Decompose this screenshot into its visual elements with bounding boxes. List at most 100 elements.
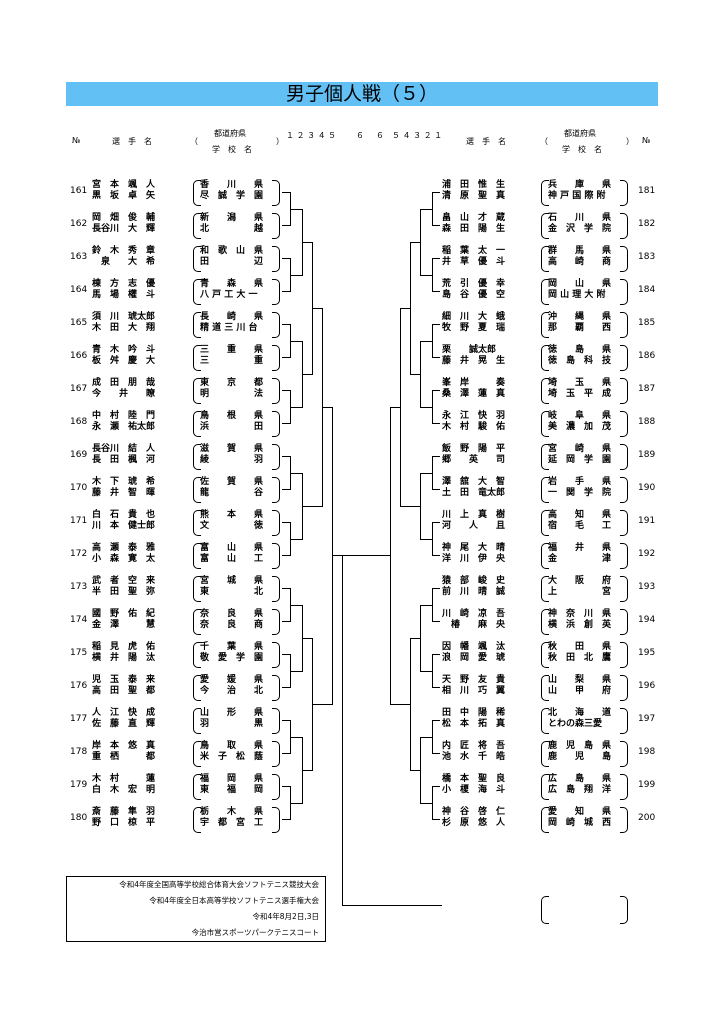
school-pref: 高 知 県 — [548, 510, 612, 520]
bracket-paren-close — [272, 510, 280, 536]
bracket-line — [302, 637, 312, 639]
bracket-line — [410, 505, 420, 507]
bracket-line — [390, 703, 400, 705]
bracket-line — [312, 505, 322, 507]
player-name: 長谷川 結 人 — [92, 444, 156, 454]
bracket-line — [282, 555, 290, 556]
player-name: 横 井 陽 汰 — [92, 653, 156, 663]
bracket-line — [362, 555, 390, 556]
bracket-paren-close — [272, 246, 280, 272]
bracket-line — [282, 423, 290, 424]
school-name: 岡 崎 城 西 — [548, 818, 612, 828]
bracket-line — [432, 291, 440, 292]
school-name: 羽 黒 — [200, 719, 264, 729]
player-name: 杉 原 悠 人 — [442, 818, 506, 828]
school-pref: 富 山 県 — [200, 543, 264, 553]
school-pref: 長 崎 県 — [200, 312, 264, 322]
bracket-line — [420, 736, 421, 804]
bracket-line — [432, 192, 433, 226]
school-pref: 愛 媛 県 — [200, 675, 264, 685]
bracket-paren-open — [193, 675, 201, 701]
player-name: 斎 藤 隼 羽 — [92, 807, 156, 817]
school-name: 精 道 三 川 台 — [200, 323, 258, 333]
bracket-line — [290, 670, 302, 672]
player-name: 飯 野 陽 平 — [442, 444, 506, 454]
bracket-paren-close — [272, 411, 280, 437]
bracket-line — [432, 489, 440, 490]
bracket-paren-open — [193, 774, 201, 800]
player-name: 土 田 竜太郎 — [442, 488, 506, 498]
bracket-line — [400, 307, 401, 507]
entry-number: 170 — [70, 483, 88, 493]
bracket-line — [390, 406, 400, 408]
bracket-line — [342, 905, 442, 906]
bracket-paren-close — [620, 708, 628, 734]
player-name: 川 崎 凉 吾 — [442, 609, 506, 619]
player-name: 金 澤 慧 — [92, 620, 156, 630]
bracket-paren-close — [272, 213, 280, 239]
player-name: 木 村 駿 佑 — [442, 422, 506, 432]
bracket-paren-close — [272, 675, 280, 701]
bracket-paren-close — [620, 378, 628, 404]
entry-number: 161 — [70, 186, 88, 196]
bracket-line — [432, 720, 440, 721]
header-pref-right: 都道府県 — [564, 129, 596, 138]
bracket-paren-open — [193, 411, 201, 437]
entry-number: 187 — [638, 384, 656, 394]
header-paren-right: （ — [540, 137, 548, 146]
school-name: 宿 毛 工 — [548, 521, 612, 531]
player-name: 小 森 寛 太 — [92, 554, 156, 564]
player-name: 荒 引 優 幸 — [442, 279, 506, 289]
bracket-paren-close — [620, 675, 628, 701]
tournament-name-2: 令和4年度全日本高等学校ソフトテニス選手権大会 — [149, 896, 319, 905]
school-name: 埼 玉 平 成 — [548, 389, 612, 399]
school-name: 神 戸 国 際 附 — [548, 191, 606, 201]
bracket-line — [432, 225, 440, 226]
player-name: 岸 本 悠 真 — [92, 741, 156, 751]
tournament-name-1: 令和4年度全国高等学校総合体育大会ソフトテニス競技大会 — [119, 880, 319, 889]
header-paren-right-close: ） — [626, 137, 634, 146]
bracket-paren-open — [193, 807, 201, 833]
bracket-line — [420, 604, 432, 606]
school-name: 三 重 — [200, 356, 264, 366]
school-name: 秋 田 北 鷹 — [548, 653, 612, 663]
player-name: 板 舛 慶 大 — [92, 356, 156, 366]
bracket-paren-close — [620, 510, 628, 536]
bracket-line — [420, 472, 432, 474]
school-name: 広 島 翔 洋 — [548, 785, 612, 795]
school-pref: 青 森 県 — [200, 279, 264, 289]
bracket-line — [432, 786, 440, 787]
player-name: 井 草 優 斗 — [442, 257, 506, 267]
school-name: 敬 愛 学 園 — [200, 653, 264, 663]
entry-number: 176 — [70, 681, 88, 691]
bracket-line — [432, 390, 433, 424]
bracket-paren-open — [193, 180, 201, 206]
bracket-paren-open — [541, 576, 549, 602]
bracket-paren-close — [272, 642, 280, 668]
bracket-paren-open — [193, 345, 201, 371]
header-rounds-right: ５ ４ ３ ２ １ — [392, 131, 443, 140]
bracket-line — [290, 736, 302, 738]
bracket-line — [432, 786, 433, 820]
bracket-paren-close — [620, 312, 628, 338]
school-pref: 神 奈 川 県 — [548, 609, 612, 619]
bracket-paren-open — [541, 609, 549, 635]
player-name: 鈴 木 秀 章 — [92, 246, 156, 256]
bracket-line — [420, 538, 432, 540]
player-name: 今 井 瞭 — [92, 389, 156, 399]
player-name: 木 田 大 翔 — [92, 323, 156, 333]
bracket-paren-open — [541, 807, 549, 833]
bracket-line — [400, 307, 410, 309]
school-pref: 岩 手 県 — [548, 477, 612, 487]
bracket-line — [390, 406, 391, 705]
bracket-paren-open — [541, 312, 549, 338]
school-pref: 香 川 県 — [200, 180, 264, 190]
school-name: 一 関 学 院 — [548, 488, 612, 498]
player-name: 島 谷 優 空 — [442, 290, 506, 300]
entry-number: 164 — [70, 285, 88, 295]
bracket-paren-open — [541, 246, 549, 272]
bracket-paren-close — [272, 378, 280, 404]
bracket-paren-open — [193, 477, 201, 503]
bracket-paren-close — [272, 444, 280, 470]
player-name: 長谷川 大 輝 — [92, 224, 156, 234]
